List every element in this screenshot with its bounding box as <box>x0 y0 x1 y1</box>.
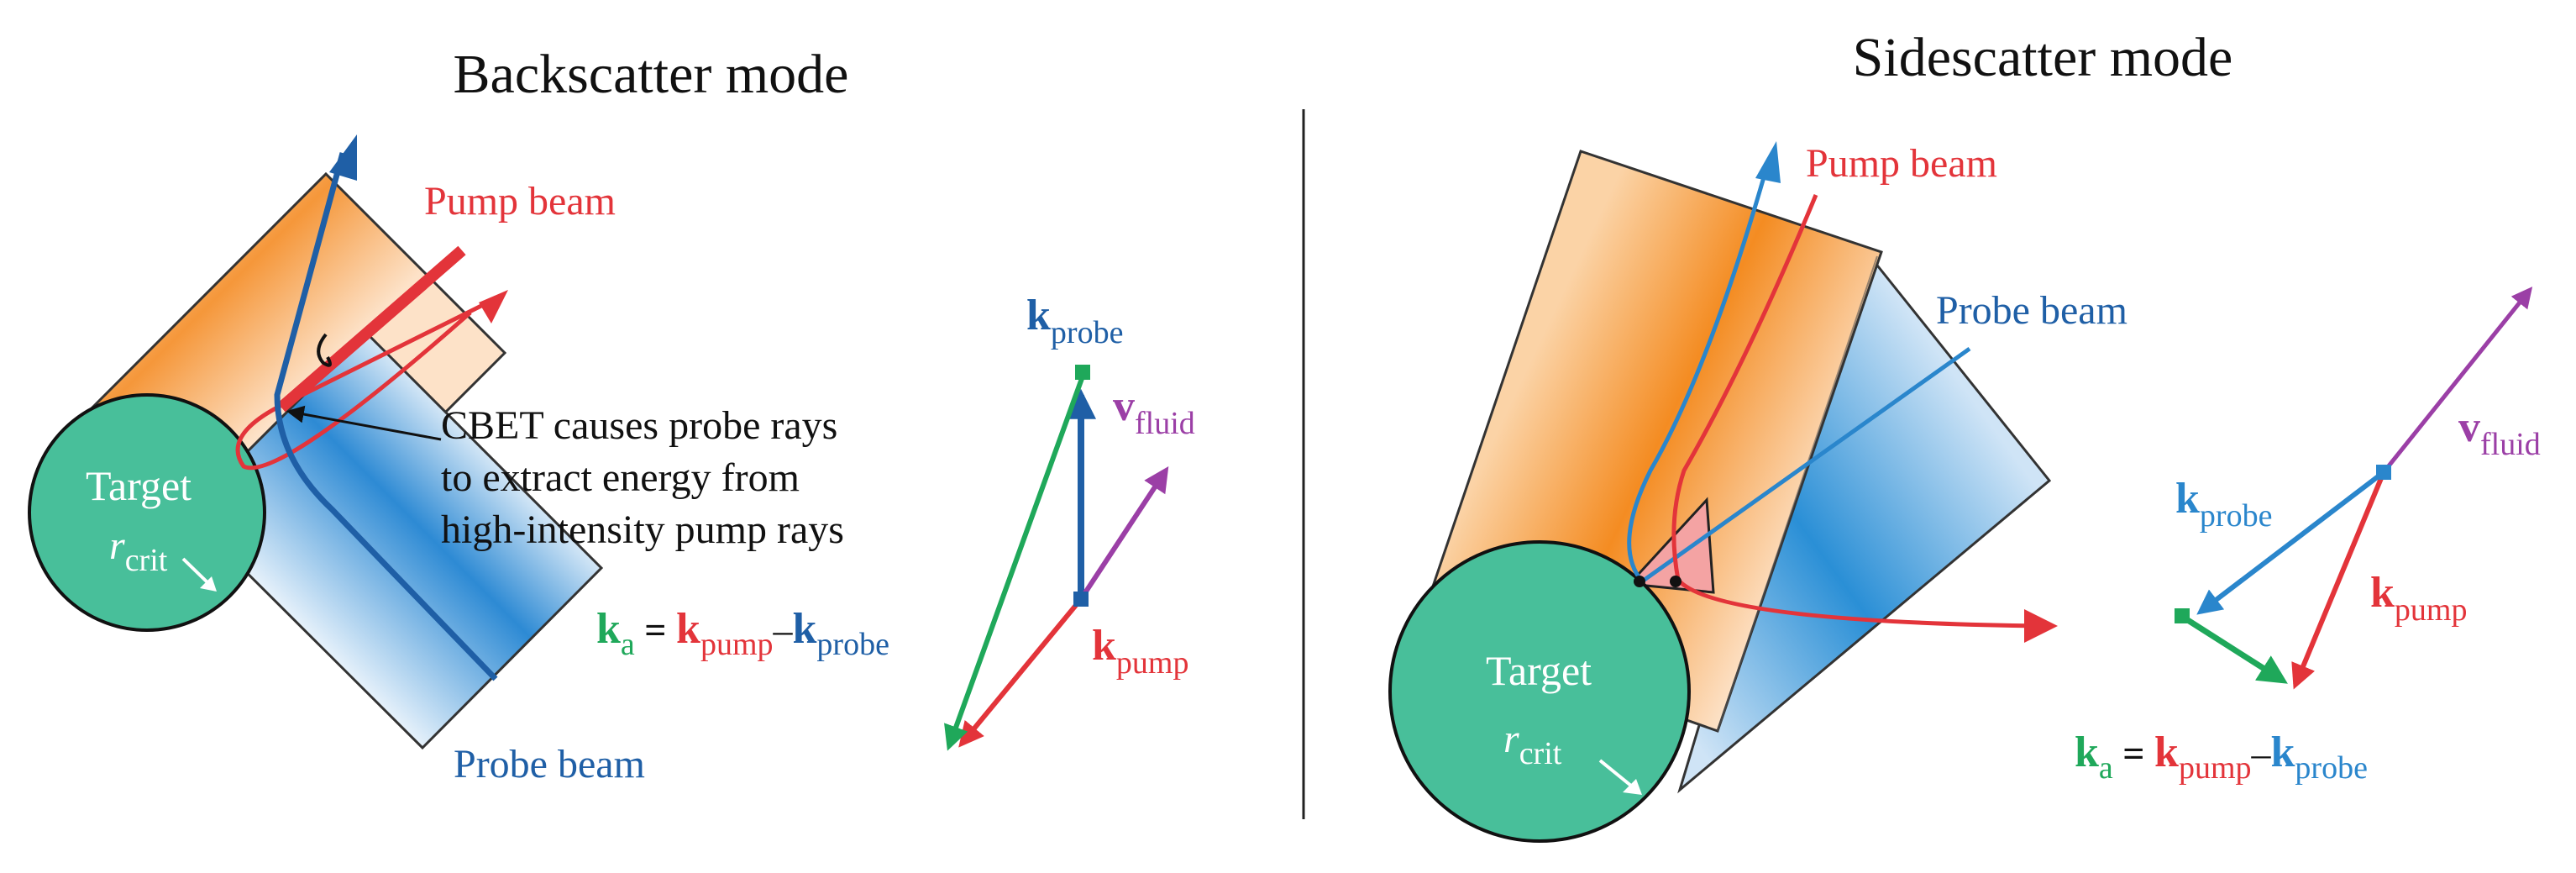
backscatter-probe-ray <box>274 152 498 681</box>
sidescatter-pump-beam-label: Pump beam <box>1806 141 1997 186</box>
title-sidescatter: Sidescatter mode <box>1853 27 2233 88</box>
sidescatter-overlap-edge <box>1717 255 1878 732</box>
backscatter-target-label: Target <box>86 462 191 509</box>
backscatter-probe-arrowhead <box>329 134 357 181</box>
backscatter-pump-ray-thin <box>235 298 493 471</box>
sidescatter-vector-ka-node <box>2175 608 2190 623</box>
backscatter-probe-beam-label: Probe beam <box>454 742 645 786</box>
sidescatter-probe-beam-label: Probe beam <box>1936 288 2127 333</box>
backscatter-k-probe-label: kprobe <box>1026 292 1123 350</box>
backscatter-vector-origin-node <box>1073 592 1089 607</box>
backscatter-equation: ka = kpump–kprobe <box>596 605 889 662</box>
sidescatter-k-a-vector <box>2182 615 2288 684</box>
sidescatter-k-pump-vector <box>2291 471 2386 690</box>
sidescatter-vector-origin-node <box>2376 465 2391 480</box>
backscatter-vector-top-node <box>1075 365 1090 380</box>
sidescatter-pump-ray <box>1671 194 2042 628</box>
sidescatter-k-probe-label: kprobe <box>2175 475 2272 534</box>
backscatter-cbet-note: CBET causes probe rays to extract energy… <box>441 403 847 552</box>
backscatter-v-fluid-label: vfluid <box>1113 382 1195 441</box>
backscatter-pump-arrowhead <box>479 290 508 323</box>
sidescatter-v-fluid-vector <box>2382 287 2533 474</box>
backscatter-k-pump-vector <box>958 597 1083 748</box>
sidescatter-interaction-zone <box>1626 497 1715 594</box>
sidescatter-interaction-dot-1 <box>1634 576 1645 587</box>
sidescatter-pump-arrowhead <box>2024 609 2058 643</box>
sidescatter-k-pump-label: kpump <box>2370 569 2467 628</box>
backscatter-v-fluid-vector <box>1078 465 1169 601</box>
sidescatter-equation: ka = kpump–kprobe <box>2075 728 2368 786</box>
sidescatter-rcrit-arrowhead <box>1623 779 1642 795</box>
sidescatter-probe-ray-curved <box>1627 159 1971 585</box>
backscatter-rcrit-arrowhead <box>200 576 217 592</box>
backscatter-k-a-vector <box>944 372 1086 751</box>
backscatter-pump-beam-label: Pump beam <box>424 179 616 224</box>
backscatter-pump-ray-thick <box>277 245 466 413</box>
sidescatter-panel: Target rcrit Pump beam Probe beam vfluid… <box>1388 141 2541 843</box>
backscatter-k-pump-label: kpump <box>1092 622 1188 681</box>
backscatter-panel: Target rcrit Pump beam Probe beam CBET c… <box>28 134 1195 786</box>
backscatter-energy-swirl-icon <box>317 333 333 367</box>
sidescatter-rcrit-label: rcrit <box>1503 717 1562 771</box>
sidescatter-probe-arrowhead <box>1755 141 1781 183</box>
sidescatter-k-probe-vector <box>2196 470 2385 615</box>
sidescatter-interaction-dot-2 <box>1670 576 1681 587</box>
backscatter-cbet-pointer <box>286 405 442 441</box>
backscatter-rcrit-label: rcrit <box>109 523 168 578</box>
sidescatter-target <box>1388 540 1691 843</box>
sidescatter-v-fluid-label: vfluid <box>2458 403 2541 462</box>
title-backscatter: Backscatter mode <box>454 44 849 105</box>
sidescatter-target-label: Target <box>1486 647 1592 694</box>
backscatter-target <box>28 393 266 632</box>
